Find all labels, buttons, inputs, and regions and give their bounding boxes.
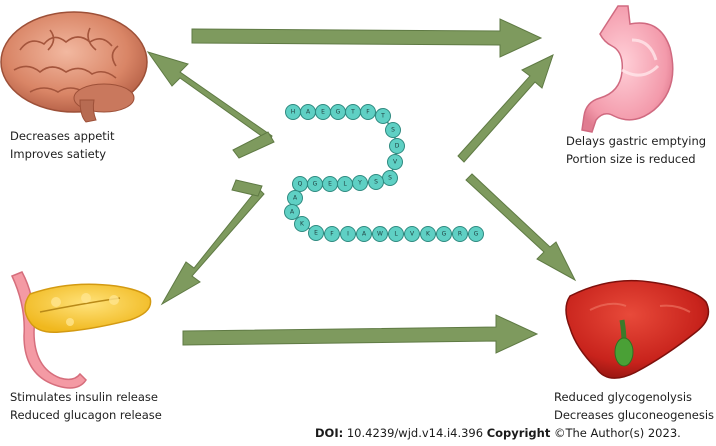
- svg-text:G: G: [313, 181, 318, 188]
- peptide-residue: F: [324, 226, 340, 242]
- svg-text:T: T: [380, 113, 385, 120]
- svg-text:H: H: [291, 109, 296, 116]
- svg-text:A: A: [362, 231, 367, 238]
- svg-text:R: R: [458, 231, 462, 238]
- svg-text:L: L: [394, 231, 398, 238]
- stomach-caption: Delays gastric emptying Portion size is …: [566, 132, 706, 168]
- peptide-residue: L: [337, 176, 353, 192]
- peptide-residue: S: [368, 174, 384, 190]
- svg-text:Q: Q: [298, 181, 303, 188]
- pancreas-illustration: [10, 271, 152, 389]
- pancreas-caption-line1: Stimulates insulin release: [10, 390, 159, 404]
- svg-text:A: A: [306, 109, 311, 116]
- peptide-residue: K: [420, 226, 436, 242]
- svg-text:G: G: [474, 231, 479, 238]
- peptide-residue: E: [308, 225, 324, 241]
- liver-caption-line1: Reduced glycogenolysis: [554, 390, 693, 404]
- peptide-residue: Q: [292, 176, 308, 192]
- peptide-residue: V: [387, 154, 403, 170]
- copyright-value: ©The Author(s) 2023.: [553, 426, 681, 440]
- svg-text:S: S: [388, 175, 392, 182]
- svg-text:V: V: [393, 159, 398, 166]
- peptide-residue: G: [330, 104, 346, 120]
- liver-illustration: [565, 279, 710, 379]
- citation-footer: DOI: 10.4239/wjd.v14.i4.396 Copyright ©T…: [315, 426, 681, 440]
- arrow-center-to-liver: [465, 173, 577, 282]
- svg-text:K: K: [426, 231, 431, 238]
- svg-text:T: T: [350, 109, 355, 116]
- brain-caption-line1: Decreases appetit: [10, 129, 115, 143]
- liver-caption: Reduced glycogenolysis Decreases glucone…: [554, 388, 714, 424]
- svg-text:F: F: [330, 231, 334, 238]
- brain-illustration: [0, 11, 148, 123]
- svg-text:I: I: [347, 231, 349, 238]
- peptide-residue: A: [300, 104, 316, 120]
- peptide-residue: G: [307, 176, 323, 192]
- svg-text:V: V: [410, 231, 415, 238]
- peptide-residue: E: [322, 176, 338, 192]
- svg-text:A: A: [290, 209, 295, 216]
- peptide-residue: I: [340, 226, 356, 242]
- peptide-residue: G: [468, 226, 484, 242]
- peptide-residue: G: [436, 226, 452, 242]
- svg-text:Y: Y: [357, 180, 362, 187]
- peptide-residue: F: [360, 104, 376, 120]
- svg-text:F: F: [366, 109, 370, 116]
- svg-text:G: G: [442, 231, 447, 238]
- svg-text:E: E: [314, 230, 318, 237]
- peptide-residue: R: [452, 226, 468, 242]
- svg-text:E: E: [328, 181, 332, 188]
- svg-text:L: L: [343, 181, 347, 188]
- stomach-caption-line2: Portion size is reduced: [566, 152, 696, 166]
- pancreas-caption: Stimulates insulin release Reduced gluca…: [10, 388, 162, 424]
- peptide-residue: T: [345, 104, 361, 120]
- doi-value: 10.4239/wjd.v14.i4.396: [346, 426, 484, 440]
- svg-text:A: A: [293, 195, 298, 202]
- svg-text:E: E: [321, 109, 325, 116]
- svg-text:W: W: [377, 231, 383, 238]
- stomach-illustration: [581, 5, 674, 133]
- peptide-residue: V: [404, 226, 420, 242]
- peptide-residue: T: [375, 108, 391, 124]
- peptide-residue: A: [284, 204, 300, 220]
- brain-caption: Decreases appetit Improves satiety: [10, 127, 115, 163]
- peptide-residue: S: [385, 122, 401, 138]
- peptide-residue: A: [356, 226, 372, 242]
- svg-text:D: D: [395, 143, 400, 150]
- arrow-center-to-brain: [146, 51, 275, 159]
- svg-text:S: S: [374, 179, 378, 186]
- svg-text:G: G: [336, 109, 341, 116]
- arrow-center-to-stomach: [457, 54, 554, 163]
- arrow-center-to-pancreas: [160, 179, 265, 306]
- pancreas-caption-line2: Reduced glucagon release: [10, 408, 162, 422]
- peptide-residue: Y: [352, 175, 368, 191]
- brain-caption-line2: Improves satiety: [10, 147, 107, 161]
- peptide-residue: D: [389, 138, 405, 154]
- svg-text:K: K: [300, 221, 305, 228]
- arrow-pancreas-to-liver: [182, 314, 539, 354]
- svg-text:S: S: [391, 127, 395, 134]
- stomach-caption-line1: Delays gastric emptying: [566, 134, 707, 148]
- peptide-residue: A: [287, 190, 303, 206]
- liver-caption-line2: Decreases gluconeogenesis: [554, 408, 715, 422]
- peptide-residue: L: [388, 226, 404, 242]
- peptide-residue: S: [382, 170, 398, 186]
- peptide-residue: K: [294, 216, 310, 232]
- peptide-residue: H: [285, 104, 301, 120]
- arrow-brain-to-stomach: [191, 18, 543, 58]
- peptide-residue: E: [315, 104, 331, 120]
- peptide-residue: W: [372, 226, 388, 242]
- doi-label: DOI:: [315, 426, 344, 440]
- copyright-label: Copyright: [486, 426, 551, 440]
